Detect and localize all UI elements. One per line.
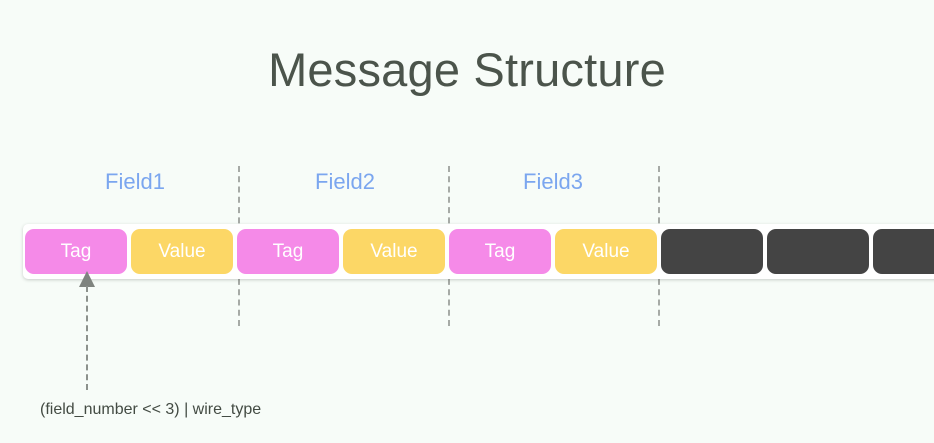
block-value-1: Value [131,229,233,274]
block-tag-2: Tag [237,229,339,274]
block-tag-1: Tag [25,229,127,274]
field-label-1: Field1 [105,169,165,194]
block-unlabeled-2 [767,229,869,274]
block-value-2: Value [343,229,445,274]
block-value-3: Value [555,229,657,274]
block-unlabeled-3 [873,229,934,274]
callout-arrow-line [86,286,88,390]
field-label-2: Field2 [315,169,375,194]
callout-caption: (field_number << 3) | wire_type [40,401,262,418]
block-unlabeled-1 [661,229,763,274]
page-title: Message Structure [268,43,666,96]
callout-arrow-icon [79,271,95,287]
block-tag-3: Tag [449,229,551,274]
field-label-3: Field3 [523,169,583,194]
message-byte-strip: Tag Value Tag Value Tag Value [23,224,934,279]
